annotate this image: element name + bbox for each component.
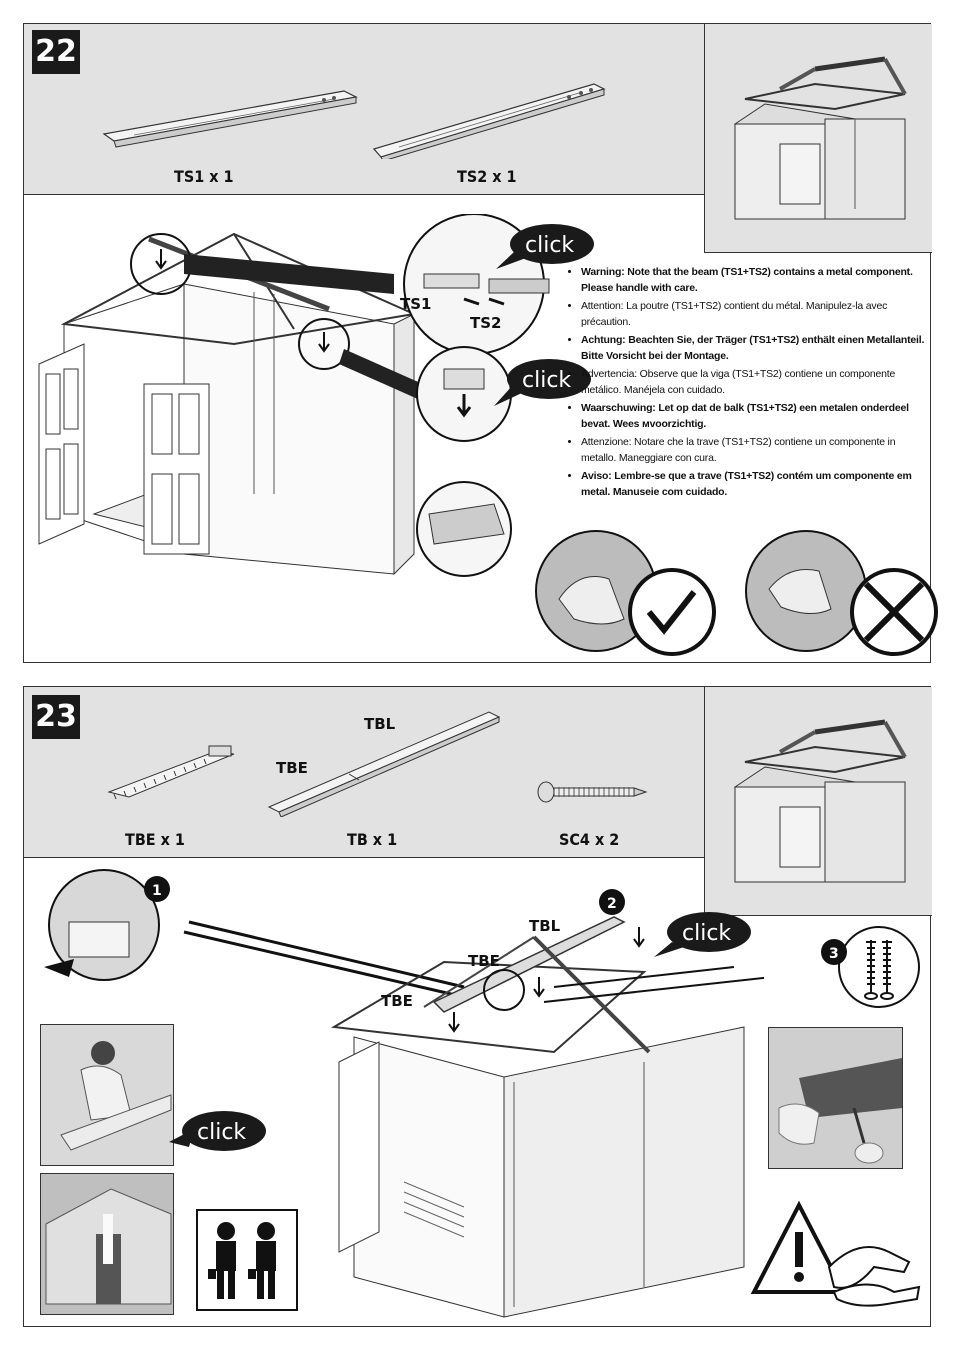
click-label-4: click [197, 1120, 246, 1145]
tbl-part-callout: TBL [364, 715, 396, 733]
tbl-main-callout: TBL [529, 917, 561, 935]
click-label-1: click [525, 233, 574, 258]
ts2-part-label: TS2 x 1 [457, 167, 517, 186]
warning-it: Attenzione: Notare che la trave (TS1+TS2… [581, 434, 925, 466]
step-number: 22 [32, 30, 80, 74]
shed-assembly-illustration: click click [38, 214, 594, 577]
tbe-part-callout: TBE [276, 759, 308, 777]
click-label-2: click [522, 368, 571, 393]
step-22-thumbnail [704, 24, 932, 253]
arrow-icon [155, 249, 167, 270]
step-22-panel: 22 TS1 x 1 TS2 x 1 [23, 23, 938, 663]
click-label-3: click [682, 921, 731, 946]
warning-pt: Aviso: Lembre-se que a trave (TS1+TS2) c… [581, 468, 925, 500]
click-bubble-1 [496, 224, 594, 269]
marker-3: 3 [829, 946, 839, 962]
step-number: 23 [32, 695, 80, 739]
marker-2: 2 [607, 896, 617, 912]
shed-frame-thumbnail-icon [733, 56, 907, 220]
ts1-part-label: TS1 x 1 [174, 167, 234, 186]
sc4-screw-part [537, 781, 648, 803]
ts2-beam-part [372, 83, 606, 159]
sc4-part-label: SC4 x 2 [559, 830, 620, 849]
incorrect-fit-illustration [745, 530, 938, 656]
screws-detail: 3 [821, 926, 920, 1008]
warning-en: Warning: Note that the beam (TS1+TS2) co… [581, 264, 925, 296]
step-23-panel: 23 TBE x 1 TBL TBE TB x 1 SC4 x 2 [23, 686, 932, 1327]
step-22-parts-strip [24, 24, 705, 195]
tbe-part [107, 745, 235, 800]
screwdriver-photo [768, 1027, 903, 1169]
cross-circle-icon [850, 568, 938, 656]
ts1-beam-part [102, 90, 358, 148]
correct-fit-illustration [535, 530, 716, 656]
step-23-thumbnail [704, 687, 932, 916]
shed-frame-thumbnail-icon [733, 719, 907, 883]
kneeling-person-photo [40, 1024, 174, 1166]
interior-shed-photo [40, 1173, 174, 1315]
click-bubble-2 [494, 359, 591, 406]
warning-fr: Attention: La poutre (TS1+TS2) contient … [581, 298, 925, 330]
warning-es: Advertencia: Observe que la viga (TS1+TS… [581, 366, 925, 398]
detail-circle-1: 1 [44, 869, 170, 981]
ts2-callout: TS2 [470, 314, 502, 332]
tb-part-label: TB x 1 [347, 830, 398, 849]
marker-1: 1 [152, 883, 162, 899]
warning-gloves-icon [750, 1200, 921, 1307]
screw-icon [864, 940, 894, 1000]
ts1-callout: TS1 [400, 295, 432, 313]
screw-icon [537, 781, 648, 803]
two-person-icon [196, 1209, 298, 1311]
shed-roof-assembly-illustration: 2 click [183, 889, 764, 1318]
tb-part [267, 711, 501, 817]
click-bubble-4: click [169, 1111, 266, 1151]
click-bubble-3 [654, 912, 751, 957]
check-icon [628, 568, 716, 656]
warning-text-list: Warning: Note that the beam (TS1+TS2) co… [569, 264, 925, 502]
tbe-main-callout-upper: TBE [468, 952, 500, 970]
tbe-main-callout-lower: TBE [381, 992, 413, 1010]
warning-nl: Waarschuwing: Let op dat de balk (TS1+TS… [581, 400, 925, 432]
tbe-part-label: TBE x 1 [125, 830, 185, 849]
warning-de: Achtung: Beachten Sie, der Träger (TS1+T… [581, 332, 925, 364]
